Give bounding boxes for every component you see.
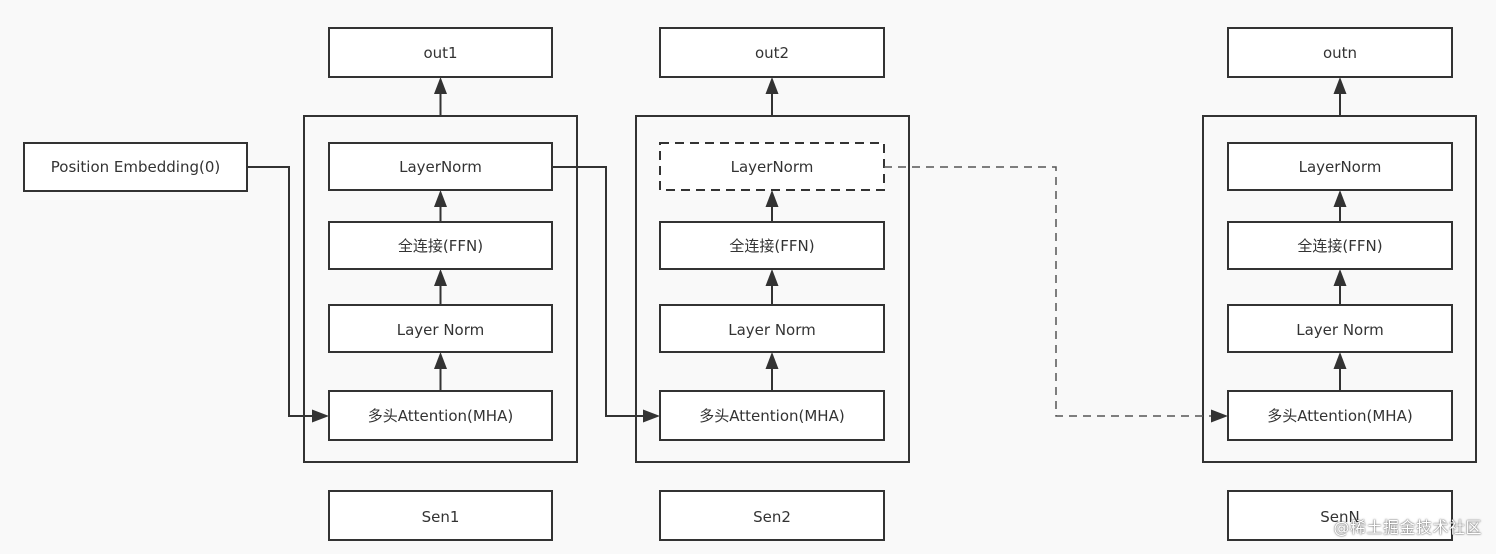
input-box: Sen1 [328, 490, 553, 541]
output-box: outn [1227, 27, 1453, 78]
output-box: out1 [328, 27, 553, 78]
ffn-box: 全连接(FFN) [328, 221, 553, 270]
input-box: Sen2 [659, 490, 885, 541]
mha-label: 多头Attention(MHA) [699, 407, 844, 425]
layer-norm-box: Layer Norm [1227, 304, 1453, 353]
position-embedding-label: Position Embedding(0) [51, 158, 221, 176]
column-n: outn LayerNorm 全连接(FFN) Layer Norm 多头Att… [1202, 27, 1477, 541]
vertical-arrows [1333, 77, 1347, 391]
output-label: out1 [423, 44, 457, 62]
mha-label: 多头Attention(MHA) [1267, 407, 1412, 425]
column-2: out2 LayerNorm 全连接(FFN) Layer Norm 多头Att… [635, 27, 910, 541]
layer-norm-label: Layer Norm [1296, 321, 1384, 339]
output-label: outn [1323, 44, 1357, 62]
output-box: out2 [659, 27, 885, 78]
layernorm-label: LayerNorm [1299, 158, 1382, 176]
column-1: out1 LayerNorm 全连接(FFN) Layer Norm 多头Att… [303, 27, 578, 541]
input-box: SenN [1227, 490, 1453, 541]
vertical-arrows [434, 77, 447, 391]
mha-box: 多头Attention(MHA) [659, 390, 885, 441]
mha-box: 多头Attention(MHA) [328, 390, 553, 441]
layernorm-box: LayerNorm [1227, 142, 1453, 191]
layernorm-label: LayerNorm [731, 158, 814, 176]
layer-norm-label: Layer Norm [397, 321, 485, 339]
ffn-box: 全连接(FFN) [659, 221, 885, 270]
watermark: @稀土掘金技术社区 [1333, 518, 1482, 537]
ffn-label: 全连接(FFN) [1297, 237, 1382, 255]
vertical-arrows [765, 77, 779, 391]
layer-norm-box: Layer Norm [659, 304, 885, 353]
input-label: Sen1 [422, 508, 460, 526]
position-embedding-box: Position Embedding(0) [23, 142, 248, 192]
mha-label: 多头Attention(MHA) [368, 407, 513, 425]
connector-position-to-mha1 [247, 166, 329, 423]
layer-norm-box: Layer Norm [328, 304, 553, 353]
mha-box: 多头Attention(MHA) [1227, 390, 1453, 441]
layernorm-label: LayerNorm [399, 158, 482, 176]
layernorm-box-dashed: LayerNorm [659, 142, 885, 191]
layer-norm-label: Layer Norm [728, 321, 816, 339]
connector-layernorm2-to-mhan-dashed [884, 166, 1228, 423]
input-label: Sen2 [753, 508, 791, 526]
ffn-label: 全连接(FFN) [729, 237, 814, 255]
ffn-box: 全连接(FFN) [1227, 221, 1453, 270]
output-label: out2 [755, 44, 789, 62]
connector-layernorm1-to-mha2 [552, 166, 660, 423]
layernorm-box: LayerNorm [328, 142, 553, 191]
ffn-label: 全连接(FFN) [398, 237, 483, 255]
input-label: SenN [1320, 508, 1359, 526]
